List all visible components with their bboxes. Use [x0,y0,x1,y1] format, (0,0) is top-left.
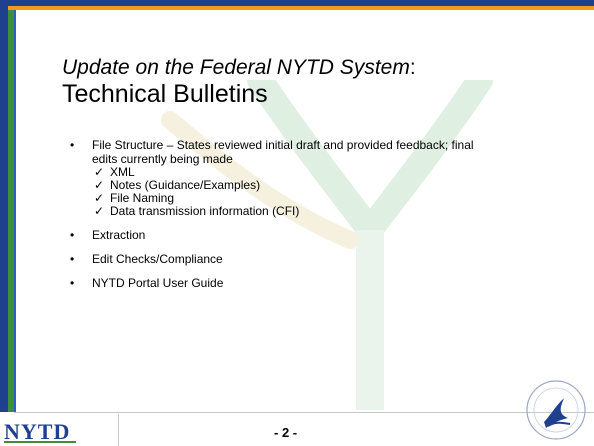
footer-divider-line [14,412,594,413]
logo-underline [4,441,76,443]
bullet-item-extraction: • Extraction [70,228,490,242]
sub-item-notes: ✓ Notes (Guidance/Examples) [70,179,490,192]
nytd-logo: NYTD [4,419,71,444]
check-icon: ✓ [94,165,105,179]
check-icon: ✓ [94,204,105,218]
title-italic-text: Update on the Federal NYTD System [62,56,410,79]
check-icon: ✓ [94,178,105,192]
bullet-icon: • [70,138,75,152]
bullet-list: • File Structure – States reviewed initi… [70,138,490,290]
sub-item-file-naming: ✓ File Naming [70,192,490,205]
bullet-text: File Structure – States reviewed initial… [92,138,474,166]
left-accent-bar-thin [14,10,16,412]
sub-item-data-transmission: ✓ Data transmission information (CFI) [70,205,490,218]
bullet-item-file-structure: • File Structure – States reviewed initi… [70,138,490,166]
hhs-seal-icon [526,380,586,440]
bullet-item-portal-guide: • NYTD Portal User Guide [70,276,490,290]
bullet-text: Edit Checks/Compliance [92,252,223,266]
background-watermark-icon [161,80,493,410]
left-accent-bar-green [8,10,14,412]
left-accent-bar-blue [0,0,8,412]
bullet-text: Extraction [92,228,146,242]
title-colon: : [409,56,416,79]
footer-vertical-divider [118,414,119,446]
bullet-icon: • [70,276,75,290]
top-accent-bar-blue [0,0,594,6]
bullet-text: NYTD Portal User Guide [92,276,224,290]
sub-item-xml: ✓ XML [70,166,490,179]
sub-item-text: Notes (Guidance/Examples) [110,178,261,192]
slide-subtitle: Technical Bulletins [62,80,268,108]
check-icon: ✓ [94,191,105,205]
bullet-item-edit-checks: • Edit Checks/Compliance [70,252,490,266]
sub-item-text: XML [110,165,135,179]
bullet-icon: • [70,252,75,266]
page-number: - 2 - [274,425,298,440]
sub-item-text: File Naming [110,191,175,205]
bullet-icon: • [70,228,75,242]
top-accent-bar-orange [0,6,594,10]
slide-title: Update on the Federal NYTD System: Techn… [62,56,416,109]
sub-item-text: Data transmission information (CFI) [110,204,300,218]
